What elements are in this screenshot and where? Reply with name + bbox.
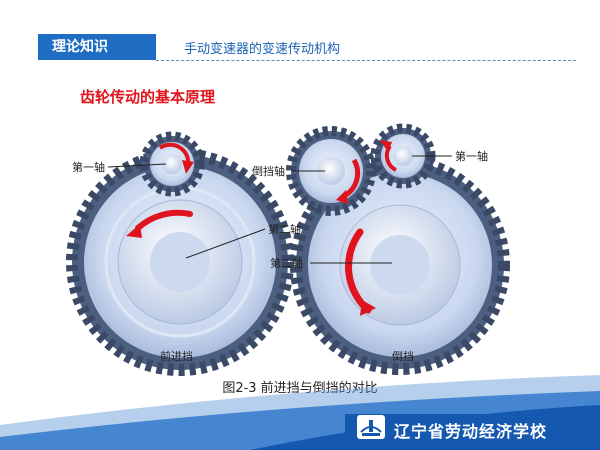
label-reverse-gear: 倒挡 xyxy=(392,349,414,363)
reverse-large-gear xyxy=(290,155,510,375)
label-forward-gear: 前进挡 xyxy=(160,349,193,363)
reverse-idler-gear xyxy=(286,126,376,216)
header-divider xyxy=(156,60,576,61)
forward-rotation-arrow xyxy=(135,209,193,231)
label-reverse-shaft2: 第二轴 xyxy=(270,256,303,270)
diagram-section-title: 齿轮传动的基本原理 xyxy=(80,88,216,106)
reverse-rotation-arrow xyxy=(345,228,372,314)
forward-large-gear xyxy=(66,148,294,376)
forward-small-gear xyxy=(139,131,205,197)
figure-caption: 图2-3 前进挡与倒挡的对比 xyxy=(222,381,378,396)
label-reverse-shaft: 倒挡轴 xyxy=(252,164,285,178)
footer-band xyxy=(345,414,600,450)
reverse-labels xyxy=(292,155,452,264)
section-label: 理论知识 xyxy=(38,34,156,60)
forward-labels xyxy=(107,163,266,259)
label-forward-shaft1: 第一轴 xyxy=(72,160,105,174)
page-title: 手动变速器的变速传动机构 xyxy=(184,42,341,57)
school-name: 辽宁省劳动经济学校 xyxy=(394,422,548,441)
label-reverse-shaft1: 第一轴 xyxy=(455,149,488,163)
school-logo-icon xyxy=(357,415,385,439)
label-forward-shaft2: 第二轴 xyxy=(268,222,301,236)
